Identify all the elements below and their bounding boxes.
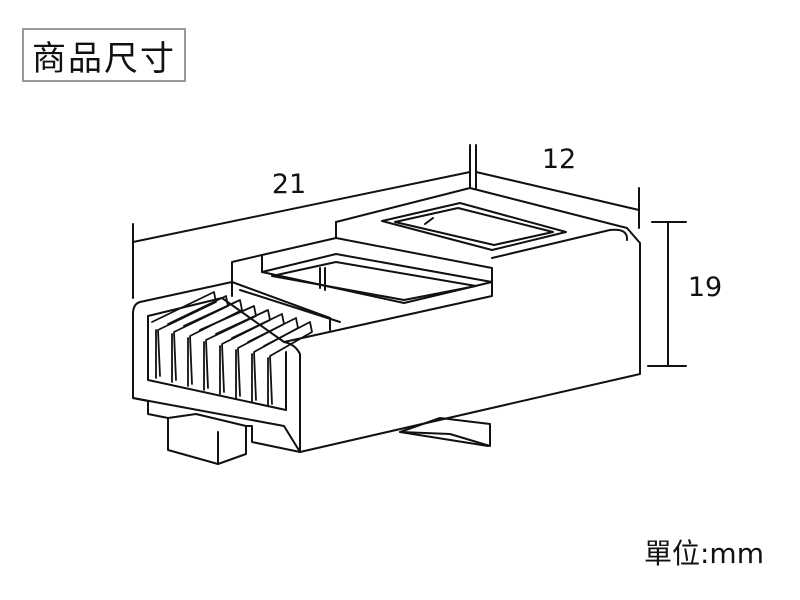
unit-label: 單位:mm: [644, 537, 764, 570]
dimension-line-width: [475, 144, 640, 229]
dimension-line-length: [132, 144, 471, 299]
contact-blades: [151, 291, 313, 407]
connector-body: [132, 187, 641, 465]
dimension-label-length: 21: [272, 169, 306, 200]
dimension-line-height: [647, 221, 687, 367]
page-title: 商品尺寸: [22, 28, 186, 82]
dimension-label-width: 12: [542, 144, 576, 175]
dimension-label-height: 19: [688, 272, 722, 303]
